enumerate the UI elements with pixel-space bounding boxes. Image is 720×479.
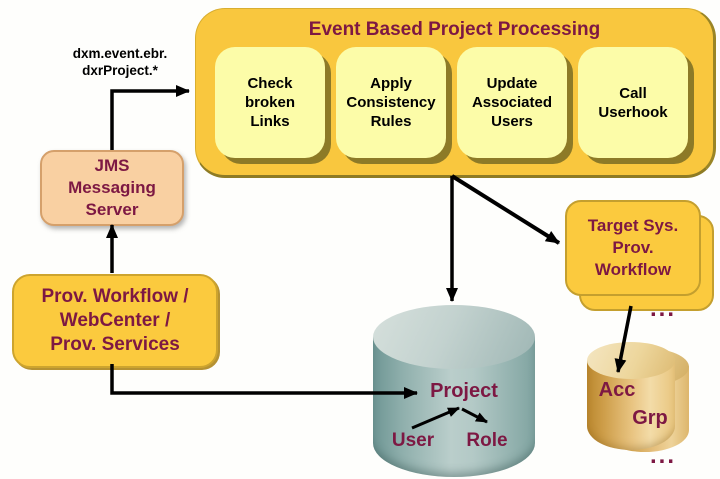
arrow-event-to-target-workflow	[450, 174, 561, 245]
step-update-associated-users: Update Associated Users	[457, 47, 567, 158]
project-database-cylinder-top	[373, 305, 535, 369]
target-workflow-ellipsis: ...	[650, 295, 677, 322]
project-db-title: Project	[430, 380, 498, 402]
step-apply-consistency-rules: Apply Consistency Rules	[336, 47, 446, 158]
account-db-acc-label: Acc	[598, 379, 636, 401]
account-database-cylinder-top	[587, 342, 675, 379]
jms-messaging-server-box: JMS Messaging Server	[40, 150, 184, 226]
queue-topic-label: dxm.event.ebr. dxrProject.*	[72, 46, 168, 78]
arrow-jms-to-event-processing	[110, 85, 190, 150]
project-db-role-label: Role	[466, 430, 508, 451]
event-processing-title: Event Based Project Processing	[308, 19, 601, 40]
step-check-broken-links: Check broken Links	[215, 47, 325, 158]
project-db-user-label: User	[391, 430, 435, 451]
event-processing-group: Event Based Project Processing Check bro…	[195, 8, 716, 178]
account-db-ellipsis: ...	[650, 442, 677, 469]
arrow-prov-to-project-db	[110, 364, 418, 399]
account-db-grp-label: Grp	[632, 407, 668, 429]
step-call-userhook: Call Userhook	[578, 47, 688, 158]
prov-workflow-box: Prov. Workflow / WebCenter / Prov. Servi…	[12, 274, 218, 368]
target-sys-workflow-box: Target Sys. Prov. Workflow	[565, 200, 701, 296]
